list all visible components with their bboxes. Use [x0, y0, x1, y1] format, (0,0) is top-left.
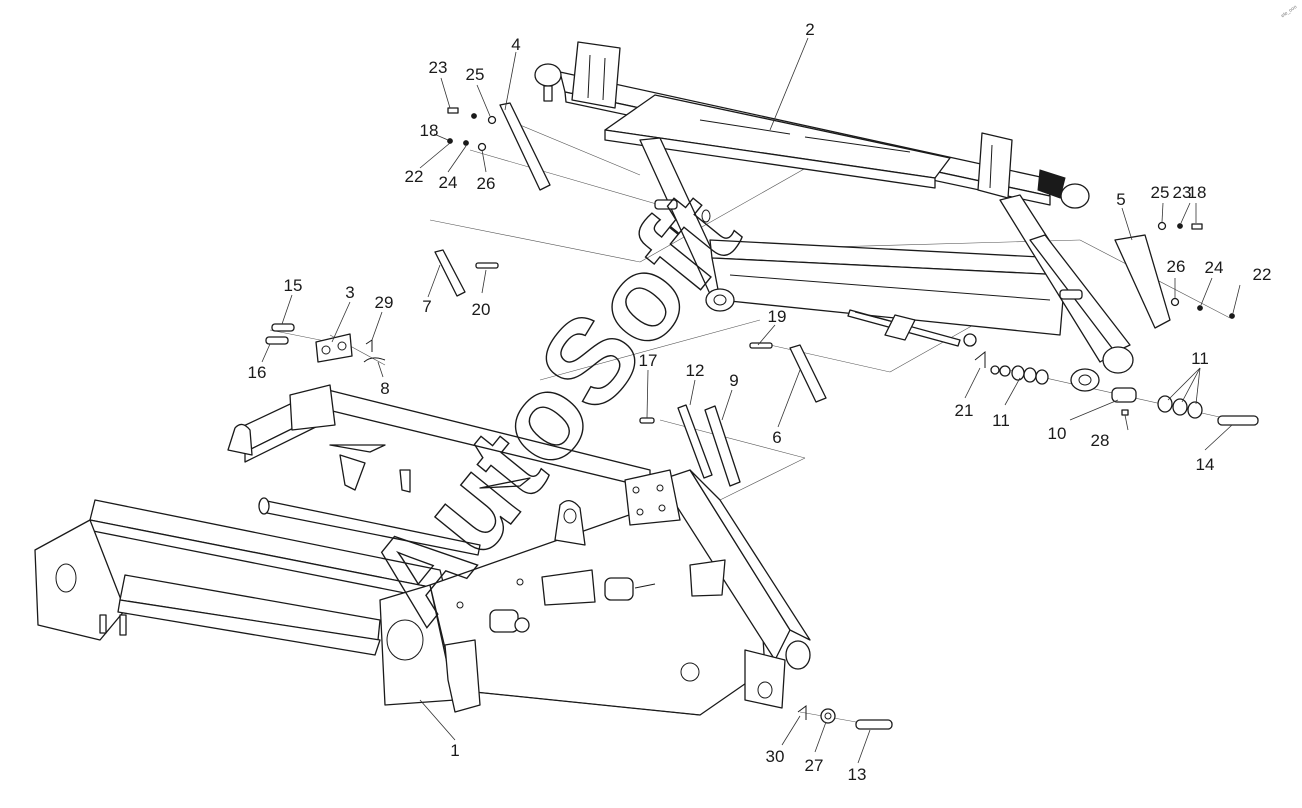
callout-23-right: 23 — [1173, 183, 1192, 202]
callout-23-left: 23 — [429, 58, 448, 77]
callout-28: 28 — [1091, 431, 1110, 450]
callout-25-right: 25 — [1151, 183, 1170, 202]
callout-26-left: 26 — [477, 174, 496, 193]
callout-leaders — [261, 37, 1241, 764]
callout-21: 21 — [955, 401, 974, 420]
callout-30: 30 — [766, 747, 785, 766]
callout-9: 9 — [729, 371, 738, 390]
corner-mark: ele_ooo — [1280, 4, 1298, 19]
callout-10: 10 — [1048, 424, 1067, 443]
callout-14: 14 — [1196, 455, 1215, 474]
callout-16: 16 — [248, 363, 267, 382]
callout-25-left: 25 — [466, 65, 485, 84]
callout-29: 29 — [375, 293, 394, 312]
callout-20: 20 — [472, 300, 491, 319]
callout-13: 13 — [848, 765, 867, 784]
callout-17: 17 — [639, 351, 658, 370]
callout-15: 15 — [284, 276, 303, 295]
callout-11-left: 11 — [992, 411, 1010, 430]
callout-1: 1 — [450, 741, 459, 760]
callouts: 1 2 3 4 5 6 7 8 9 10 11 11 12 13 14 15 1… — [248, 20, 1272, 784]
callout-4: 4 — [511, 35, 520, 54]
callout-19: 19 — [768, 307, 787, 326]
callout-12: 12 — [686, 361, 705, 380]
callout-7: 7 — [422, 297, 431, 316]
callout-11-right: 11 — [1191, 349, 1209, 368]
callout-8: 8 — [380, 379, 389, 398]
callout-26-right: 26 — [1167, 257, 1186, 276]
callout-3: 3 — [345, 283, 354, 302]
main-frame — [34, 384, 811, 716]
loose-parts — [265, 102, 1259, 730]
callout-27: 27 — [805, 756, 824, 775]
callout-18-left: 18 — [420, 121, 439, 140]
callout-2: 2 — [805, 20, 814, 39]
callout-22-right: 22 — [1253, 265, 1272, 284]
callout-22-left: 22 — [405, 167, 424, 186]
callout-5: 5 — [1116, 190, 1125, 209]
callout-24-left: 24 — [439, 173, 458, 192]
callout-18-right: 18 — [1188, 183, 1207, 202]
callout-6: 6 — [772, 428, 781, 447]
upper-frame — [534, 41, 1134, 392]
callout-24-right: 24 — [1205, 258, 1224, 277]
